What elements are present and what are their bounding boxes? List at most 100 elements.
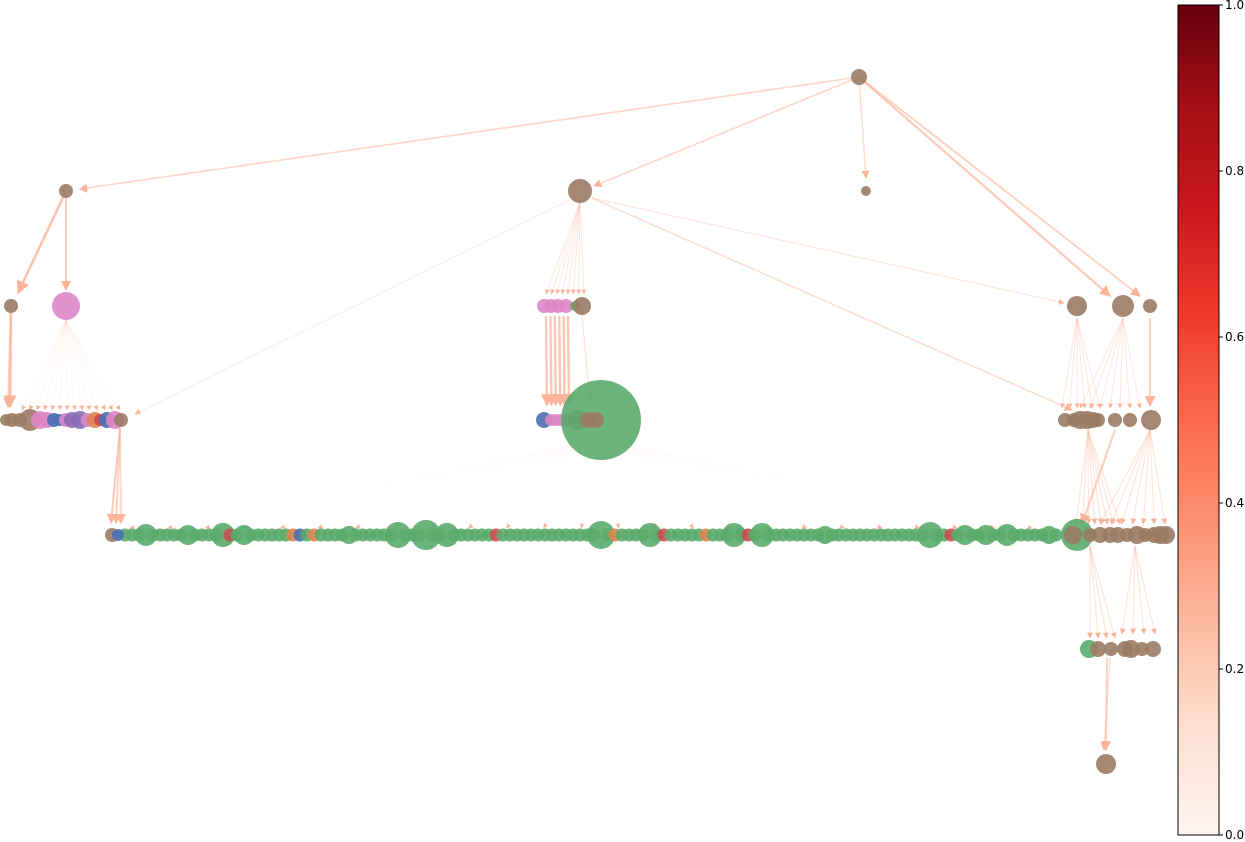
- tree-edge: [599, 439, 996, 530]
- colorbar-tick-label: 0.0: [1225, 828, 1244, 842]
- tree-node: [114, 413, 128, 427]
- tree-node: [1108, 413, 1122, 427]
- tree-node: [1091, 413, 1105, 427]
- tree-edge: [1119, 545, 1136, 635]
- tree-edge: [64, 319, 70, 411]
- tree-edge: [570, 201, 581, 295]
- tree-edge: [1134, 545, 1147, 635]
- tree-edge: [65, 319, 84, 411]
- colorbar-tick-label: 0.4: [1225, 496, 1244, 510]
- tree-edge: [858, 76, 1141, 297]
- tree-edge: [65, 319, 99, 411]
- tree-edge: [576, 201, 582, 295]
- tree-edge: [1117, 317, 1124, 409]
- tree-edge: [1120, 429, 1151, 525]
- tree-edge: [79, 185, 88, 194]
- tree-edge: [129, 439, 601, 530]
- tree-edge: [204, 439, 601, 530]
- tree-edge: [1101, 657, 1112, 751]
- tree-edge: [430, 439, 601, 529]
- root-node: [851, 69, 867, 85]
- tree-edge: [579, 201, 587, 295]
- tree-edge: [555, 201, 581, 295]
- tree-edge: [43, 319, 67, 411]
- tree-node: [861, 186, 871, 196]
- tree-node: [1112, 295, 1134, 317]
- tree-edge: [3, 305, 14, 408]
- colorbar-ticks: 0.00.20.40.60.81.0: [1219, 0, 1244, 842]
- tree-edge: [858, 76, 870, 179]
- tree-edge: [1076, 317, 1087, 409]
- tree-edge: [65, 319, 92, 411]
- tree-edge: [1100, 657, 1111, 751]
- tree-node: [1122, 640, 1140, 658]
- tree-edge: [1130, 429, 1151, 525]
- tree-edge: [115, 427, 126, 524]
- tree-edge: [549, 315, 562, 407]
- tree-edge: [1079, 429, 1089, 525]
- tree-edge: [540, 315, 553, 407]
- tree-edge: [558, 315, 571, 407]
- tree-edge: [1076, 317, 1102, 409]
- tree-edge: [599, 439, 733, 529]
- tree-node: [559, 299, 573, 313]
- tree-edge: [599, 439, 770, 529]
- tree-node: [1123, 413, 1137, 427]
- tree-node: [1143, 299, 1157, 313]
- tree-edge: [599, 439, 883, 530]
- tree-edge: [550, 201, 581, 295]
- tree-node: [587, 521, 615, 549]
- tree-node: [1049, 528, 1063, 542]
- tree-edge: [562, 315, 575, 407]
- tree-node: [385, 522, 411, 548]
- tree-edge: [1140, 429, 1151, 525]
- tree-edge: [1149, 429, 1168, 525]
- tree-edge: [599, 439, 1071, 530]
- tree-edge: [21, 319, 67, 411]
- tree-edge: [545, 201, 581, 295]
- tree-edge: [1099, 429, 1151, 525]
- colorbar-tick-label: 0.6: [1225, 330, 1244, 344]
- tree-edge: [599, 439, 958, 530]
- tree-node: [1157, 526, 1175, 544]
- tree-node: [1145, 641, 1161, 657]
- tree-node: [917, 522, 943, 548]
- tree-edge: [167, 439, 601, 530]
- tree-node: [1096, 754, 1116, 774]
- tree-edge: [57, 319, 67, 411]
- tree-node: [1064, 526, 1082, 544]
- tree-edge: [1076, 317, 1095, 409]
- colorbar-tick-label: 0.2: [1225, 662, 1244, 676]
- tree-edge: [1089, 317, 1124, 409]
- tree-node: [411, 520, 441, 550]
- tree-edge: [554, 315, 567, 407]
- tree-node: [1090, 641, 1106, 657]
- tree-edge: [1089, 545, 1117, 639]
- tree-edge: [50, 319, 67, 411]
- tree-edge: [858, 76, 1111, 297]
- tree-edge: [591, 197, 1073, 411]
- tree-edge: [1149, 429, 1157, 525]
- colorbar: 0.00.20.40.60.81.0: [1177, 0, 1244, 842]
- colorbar-tick-label: 1.0: [1225, 0, 1244, 12]
- tree-edge: [599, 439, 845, 529]
- tree-edge: [1089, 545, 1109, 639]
- tree-edge: [1067, 317, 1078, 409]
- tree-edge: [1087, 429, 1122, 525]
- tree-edge: [1080, 429, 1117, 526]
- tree-edge: [16, 190, 68, 295]
- tree-edge: [1079, 317, 1124, 409]
- tree-node: [1067, 296, 1087, 316]
- tree-edge: [560, 201, 581, 295]
- tree-edge: [65, 319, 77, 411]
- tree-node: [588, 412, 604, 428]
- tree-edge: [1060, 317, 1078, 409]
- tree-edge: [591, 197, 1065, 305]
- tree-edge: [467, 439, 601, 529]
- tree-edge: [1073, 429, 1089, 525]
- tree-edge: [65, 319, 113, 411]
- tree-edge: [279, 439, 601, 530]
- colorbar-gradient: [1177, 4, 1220, 836]
- tree-edge: [1087, 429, 1098, 525]
